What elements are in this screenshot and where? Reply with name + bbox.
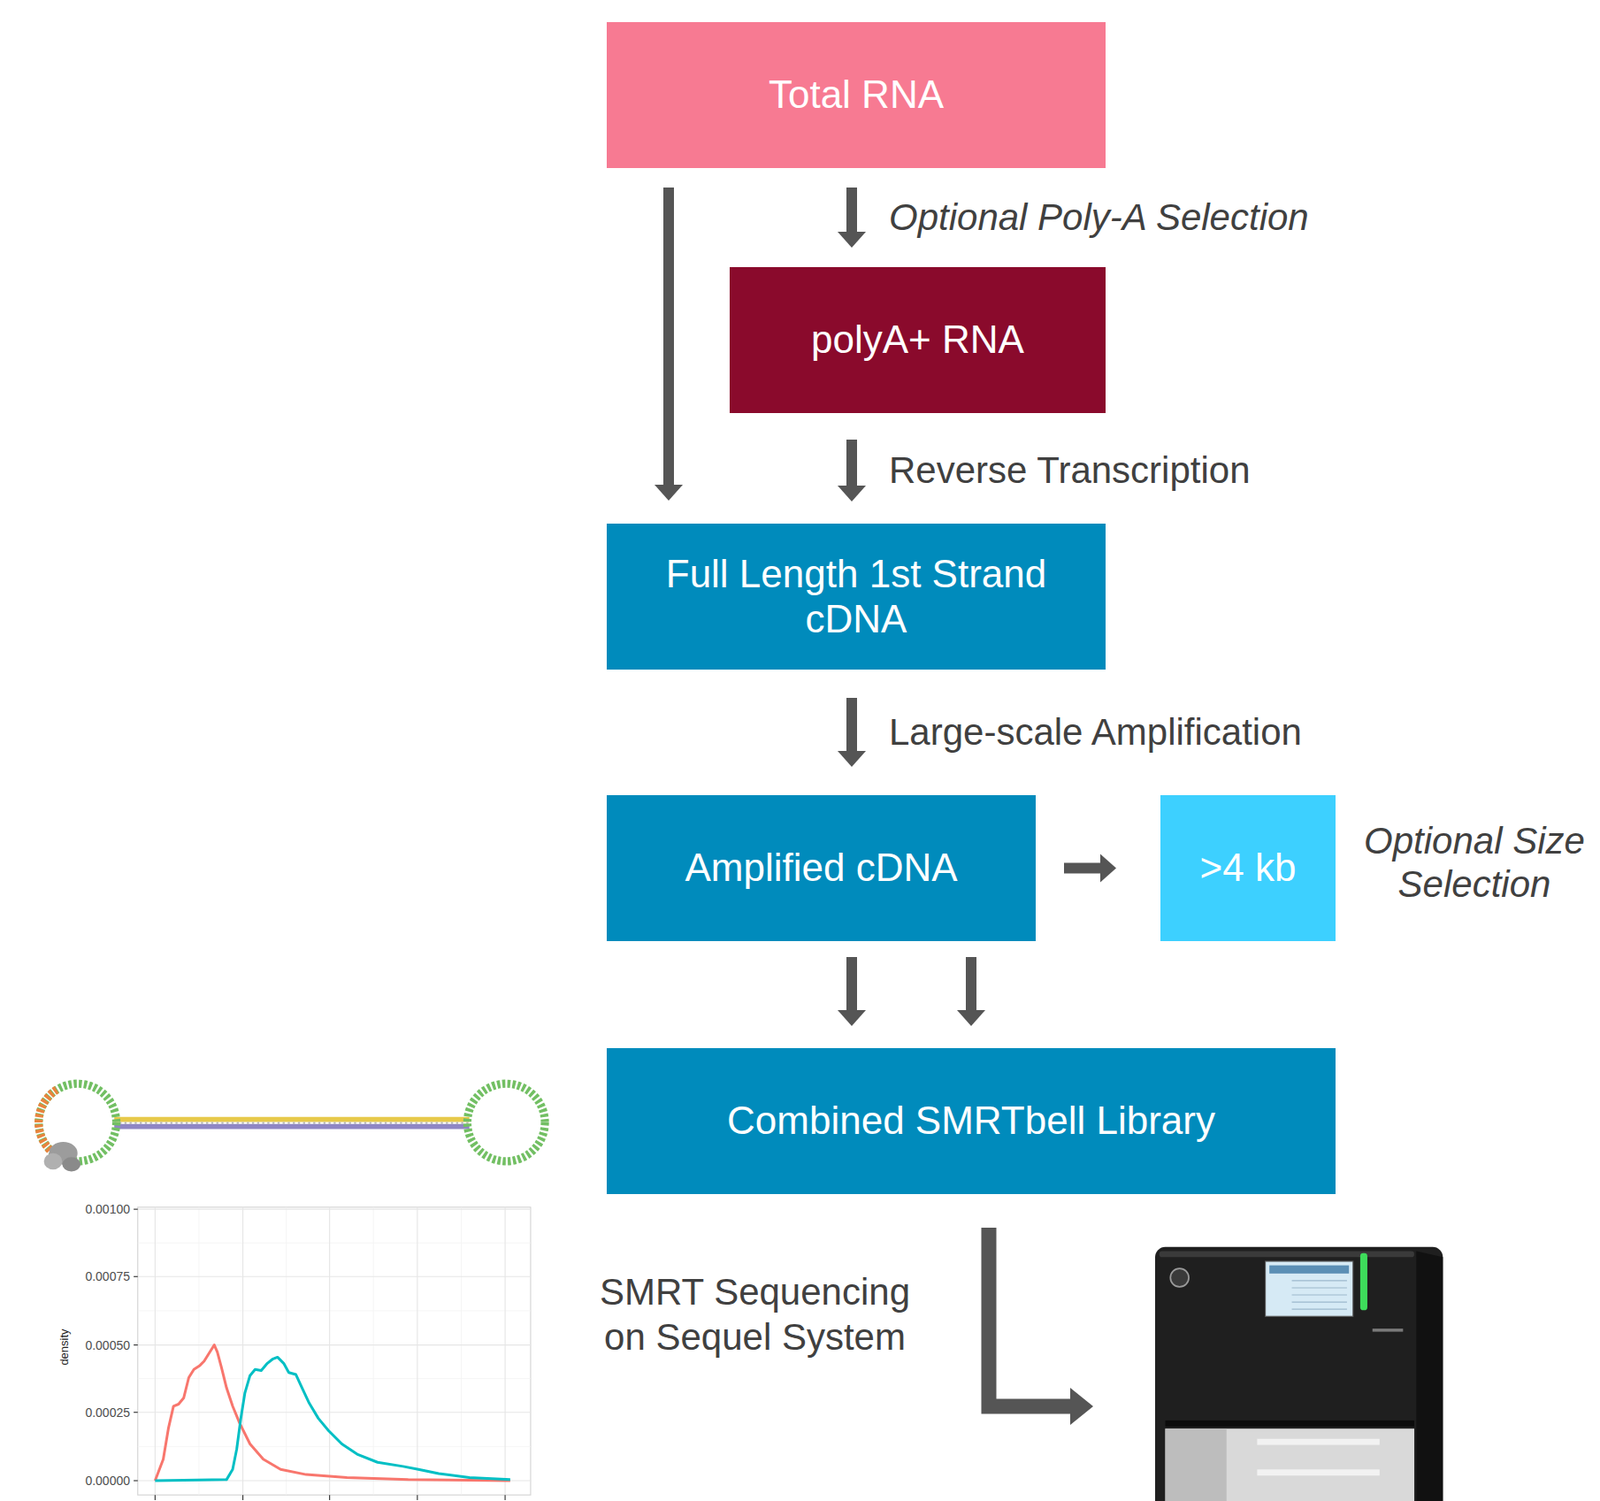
arrow-shaft [846, 956, 858, 1011]
density-chart [133, 1207, 531, 1501]
touch-screen [1265, 1261, 1354, 1317]
box-label: Full Length 1st Strand cDNA [624, 551, 1088, 642]
process-box: Combined SMRTbell Library [606, 1048, 1336, 1195]
instrument-top [1159, 1250, 1415, 1257]
arrow-head [837, 231, 866, 248]
brand-mark [1372, 1328, 1404, 1332]
flow-arrow [837, 439, 866, 502]
process-box: >4 kb [1160, 795, 1336, 942]
sequencing-arrow [988, 1227, 1094, 1425]
note-label: Optional Size Selection [1350, 819, 1599, 906]
flow-arrow [1064, 854, 1117, 883]
step-label: Large-scale Amplification [888, 711, 1302, 754]
dna-strand [114, 1124, 469, 1130]
logo-badge [1170, 1268, 1189, 1287]
flow-arrow [837, 187, 866, 248]
screen-bar [1269, 1265, 1349, 1274]
status-light [1360, 1253, 1368, 1311]
arrow-head [837, 750, 866, 767]
axis-tick-label: 0.00100 [68, 1201, 131, 1218]
axis-title: density [56, 1316, 73, 1378]
drawer-gap [1165, 1420, 1416, 1427]
screen-rows [1292, 1280, 1348, 1310]
box-label: >4 kb [1200, 845, 1297, 891]
front-panel [1165, 1428, 1227, 1501]
axis-tick-label: 0.00050 [68, 1337, 131, 1354]
base-pairs [114, 1121, 469, 1124]
box-label: Amplified cDNA [684, 845, 957, 891]
flow-arrow [837, 956, 866, 1026]
arrow-head [654, 484, 683, 501]
axis-ticks [133, 1209, 506, 1501]
step-label: Optional Poly-A Selection [888, 196, 1310, 239]
polymerase [44, 1153, 63, 1170]
process-box: polyA+ RNA [729, 267, 1106, 414]
drawer-handle [1256, 1469, 1379, 1476]
axis-tick-label: 0.00075 [68, 1268, 131, 1285]
process-box: Amplified cDNA [606, 795, 1036, 942]
axis-tick-label: 0.00000 [68, 1472, 131, 1489]
density-curve [154, 1345, 510, 1481]
axis-tick-label: 0.00025 [68, 1404, 131, 1421]
step-label: Reverse Transcription [888, 449, 1251, 492]
process-box: Full Length 1st Strand cDNA [606, 523, 1106, 670]
smrtbell-illustration [38, 1083, 545, 1172]
arrow-shaft [965, 956, 977, 1011]
arrow-head [1070, 1387, 1094, 1425]
arrow-head [1100, 854, 1117, 883]
arrow-shaft [846, 439, 858, 487]
flow-arrow [837, 697, 866, 767]
box-label: Combined SMRTbell Library [727, 1098, 1216, 1144]
arrow-shaft [846, 697, 858, 752]
dna-strand [114, 1117, 469, 1123]
box-label: polyA+ RNA [811, 317, 1025, 363]
polymerase [61, 1156, 81, 1172]
caption-label: SMRT Sequencing on Sequel System [589, 1269, 921, 1360]
arrow-head [837, 1010, 866, 1026]
instrument-body [1155, 1247, 1443, 1501]
arrow-head [837, 485, 866, 502]
density-curve [154, 1356, 510, 1481]
arrow-shaft [846, 187, 858, 233]
process-box: Total RNA [606, 22, 1106, 169]
arrow-head [956, 1010, 986, 1026]
arrow-shaft [1064, 863, 1102, 874]
front-panel [1165, 1428, 1416, 1501]
box-label: Total RNA [768, 72, 944, 118]
hairpin-loop [466, 1083, 545, 1162]
minor-grid [137, 1207, 531, 1495]
flow-arrow [956, 956, 986, 1026]
arrow-shaft [988, 1227, 1072, 1407]
drawer-handle [1256, 1439, 1379, 1446]
arrow-shaft [663, 187, 674, 486]
major-grid [137, 1207, 531, 1495]
plot-panel [137, 1207, 531, 1495]
flow-arrow [654, 187, 683, 501]
instrument-side [1416, 1250, 1443, 1501]
sequel-instrument [1155, 1247, 1443, 1501]
